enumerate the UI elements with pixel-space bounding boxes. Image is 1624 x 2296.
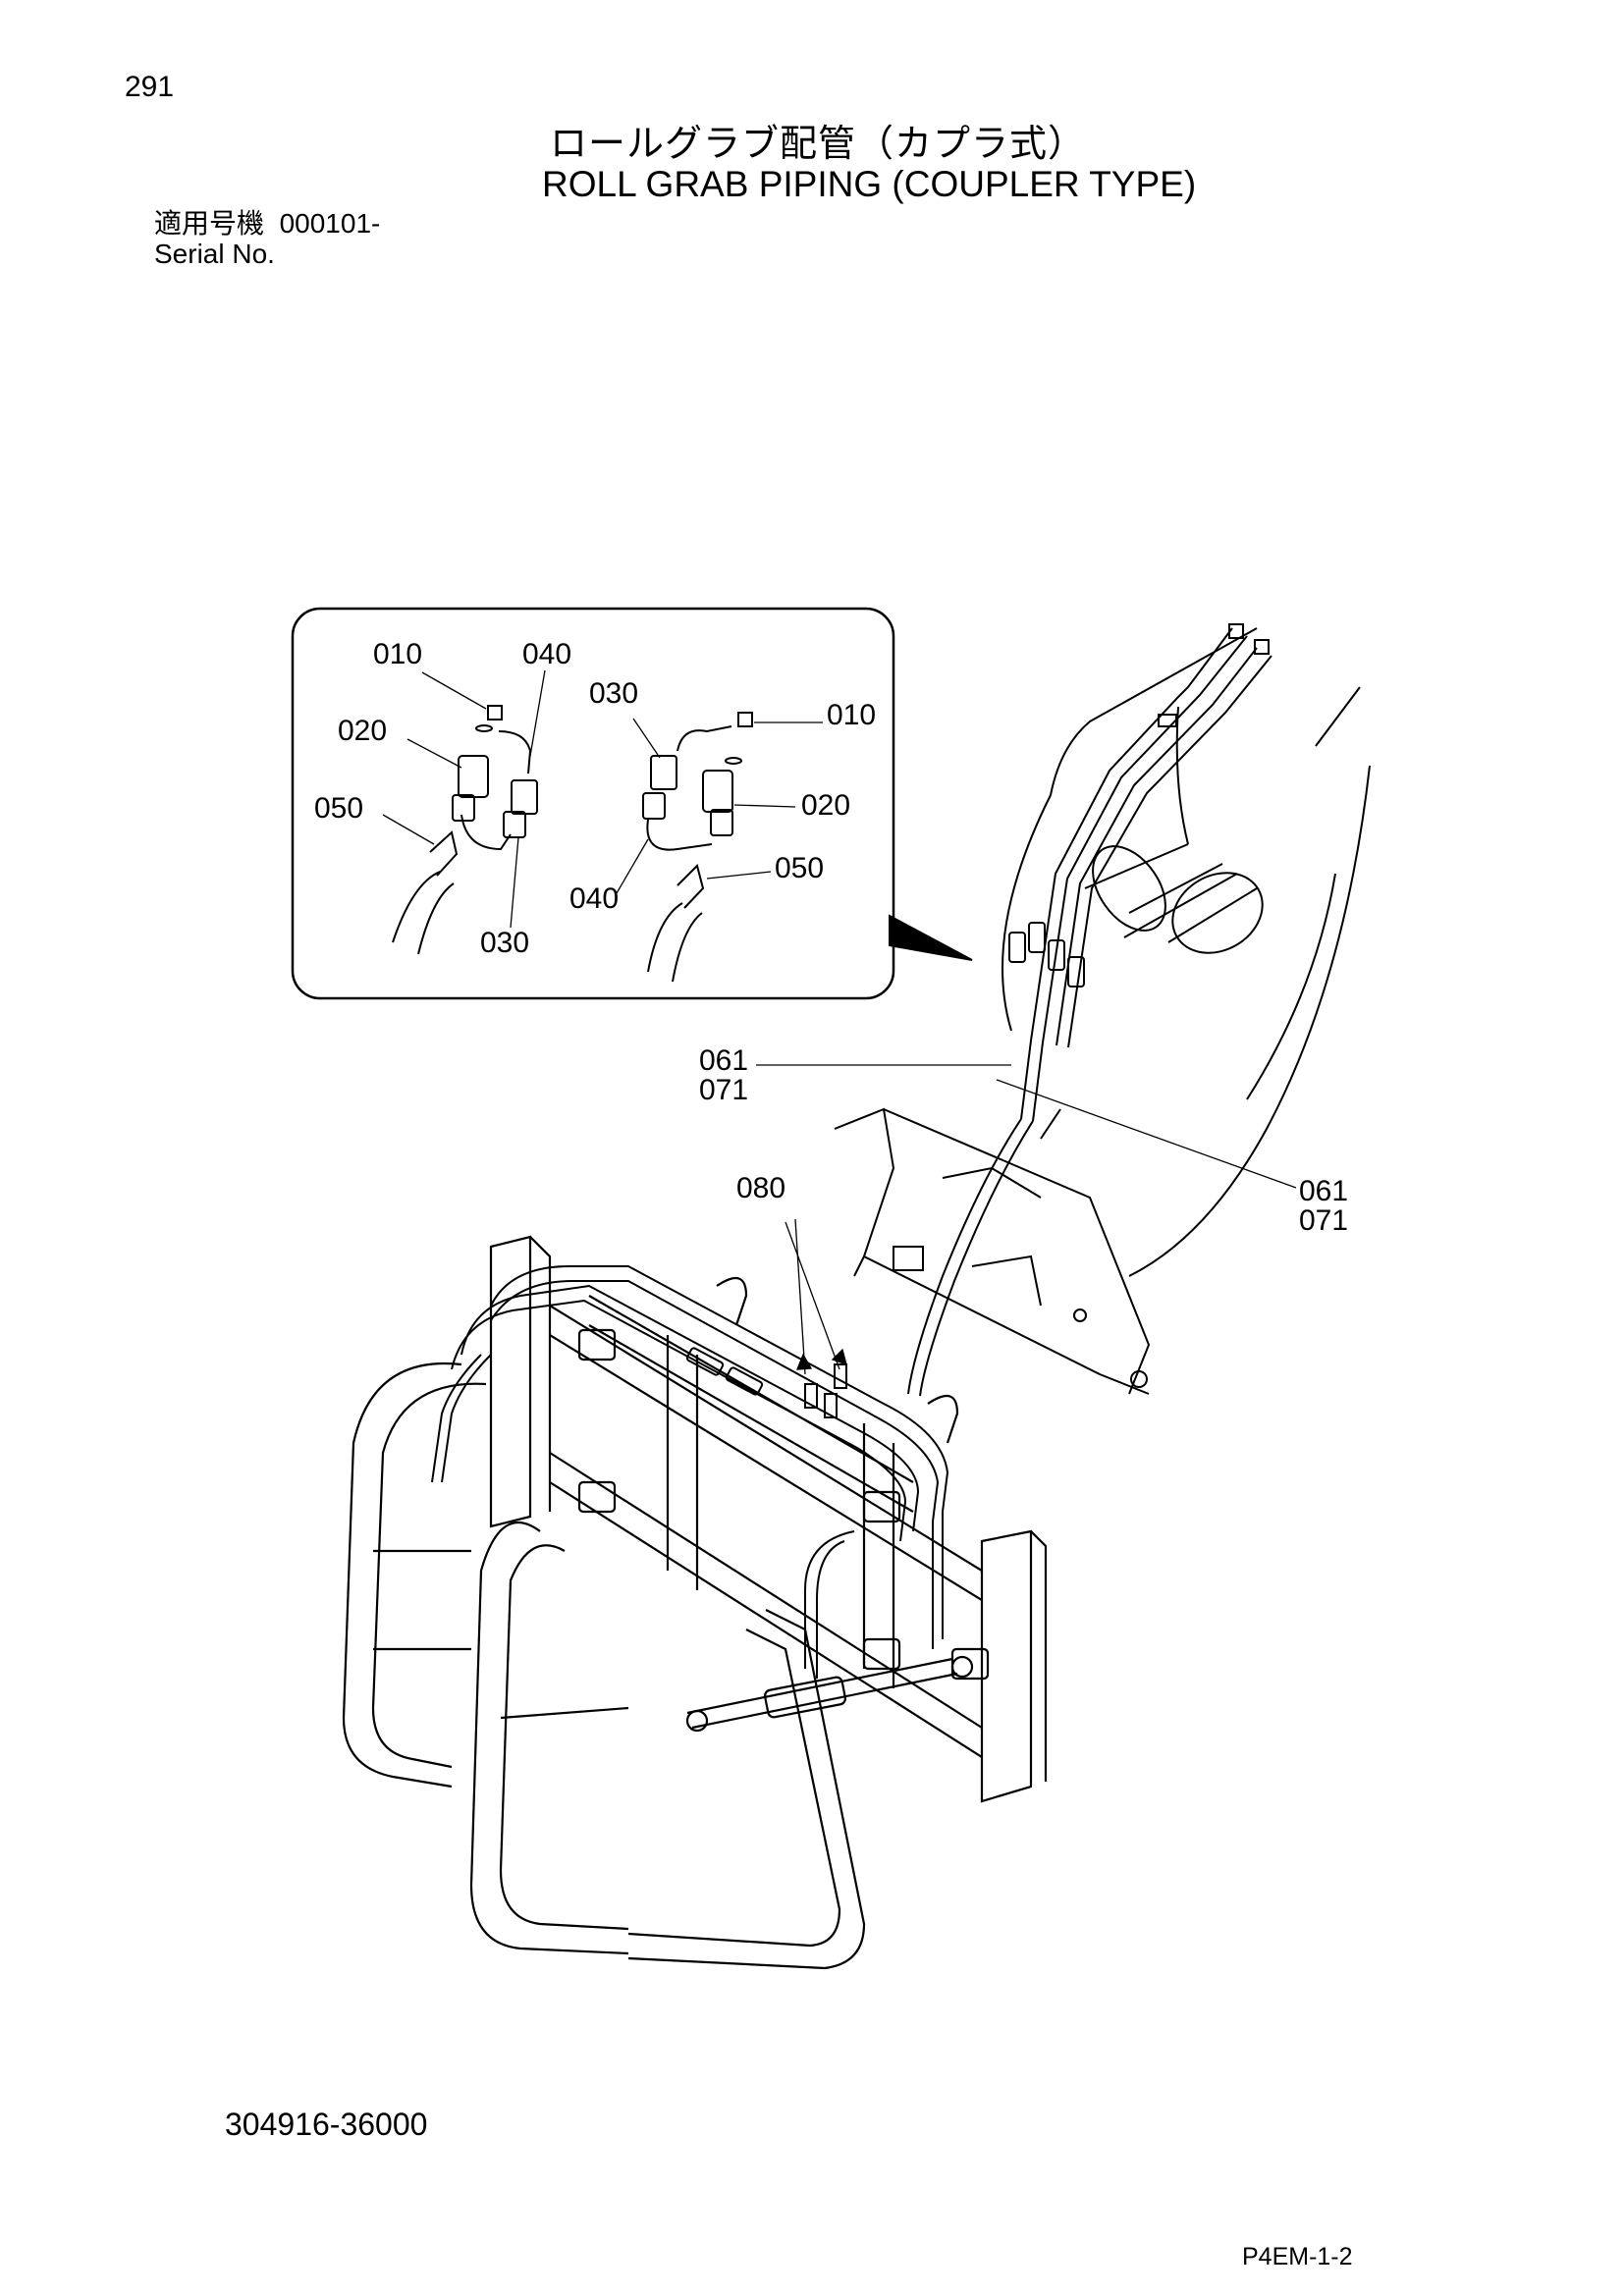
inset-left-coupler: [392, 705, 538, 955]
callout-050-left: 050: [314, 792, 363, 825]
detail-pointer-arrow: [889, 914, 973, 961]
detail-inset-frame: [291, 607, 895, 1000]
boom-arm: [1001, 627, 1371, 1277]
callout-010-left: 010: [373, 638, 422, 670]
serial-label-japanese: 適用号機: [154, 208, 265, 239]
callout-050-right: 050: [775, 852, 824, 884]
callout-030-left: 030: [480, 927, 529, 959]
page-number: 291: [125, 71, 175, 103]
callout-040-right: 040: [569, 882, 619, 915]
coupler-bracket: [834, 1107, 1151, 1395]
callout-020-right: 020: [801, 789, 850, 822]
callout-030-right: 030: [589, 677, 638, 710]
callout-020-left: 020: [338, 715, 387, 747]
callout-071-right: 071: [1299, 1204, 1348, 1237]
boom-piping: [1008, 623, 1272, 1122]
callout-040-left: 040: [522, 638, 571, 670]
serial-label-english: Serial No.: [154, 239, 275, 269]
grab-piping: [431, 1265, 949, 1679]
roll-grab-frame: [342, 1235, 1048, 1970]
serial-range: 000101-: [279, 208, 381, 239]
hoses-to-grab: [907, 1118, 1034, 1397]
part-number: 304916-36000: [225, 2107, 428, 2142]
serial-header: 適用号機 000101-: [154, 202, 380, 241]
page-title-english: ROLL GRAB PIPING (COUPLER TYPE): [542, 164, 1197, 204]
reference-code: P4EM-1-2: [1242, 2243, 1353, 2270]
page-title-japanese: ロールグラブ配管（カプラ式）: [550, 124, 1087, 165]
callout-061-right: 061: [1299, 1175, 1348, 1207]
callout-061-top: 061: [699, 1044, 748, 1077]
inset-right-coupler: [642, 712, 753, 983]
callout-080: 080: [736, 1172, 785, 1204]
callout-071-top: 071: [699, 1074, 748, 1106]
callout-010-right: 010: [827, 699, 876, 731]
